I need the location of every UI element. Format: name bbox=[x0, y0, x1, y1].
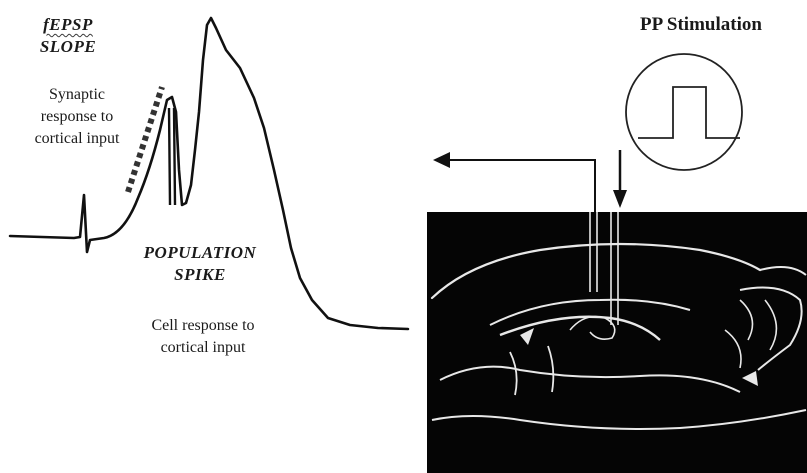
population-spike-lines bbox=[169, 108, 175, 205]
stimulation-title: PP Stimulation bbox=[640, 14, 805, 36]
popspike-label-line2: SPIKE bbox=[120, 264, 280, 286]
fepsp-label-line2: SLOPE bbox=[18, 36, 118, 58]
synaptic-response-label: Synaptic response to cortical input bbox=[12, 84, 142, 150]
popspike-label-line1: POPULATION bbox=[120, 242, 280, 264]
synaptic-label-line3: cortical input bbox=[12, 128, 142, 150]
fepsp-label: fEPSP SLOPE bbox=[18, 14, 118, 58]
fepsp-label-line1: fEPSP bbox=[18, 14, 118, 36]
square-pulse-in-circle-icon bbox=[626, 54, 742, 170]
synaptic-label-line2: response to bbox=[12, 106, 142, 128]
cell-label-line2: cortical input bbox=[118, 337, 288, 359]
cell-label-line1: Cell response to bbox=[118, 315, 288, 337]
brain-section-image bbox=[427, 212, 807, 473]
synaptic-label-line1: Synaptic bbox=[12, 84, 142, 106]
cell-response-label: Cell response to cortical input bbox=[118, 315, 288, 359]
population-spike-label: POPULATION SPIKE bbox=[120, 242, 280, 286]
down-arrow-icon bbox=[613, 150, 627, 208]
left-arrow-icon bbox=[433, 152, 595, 212]
